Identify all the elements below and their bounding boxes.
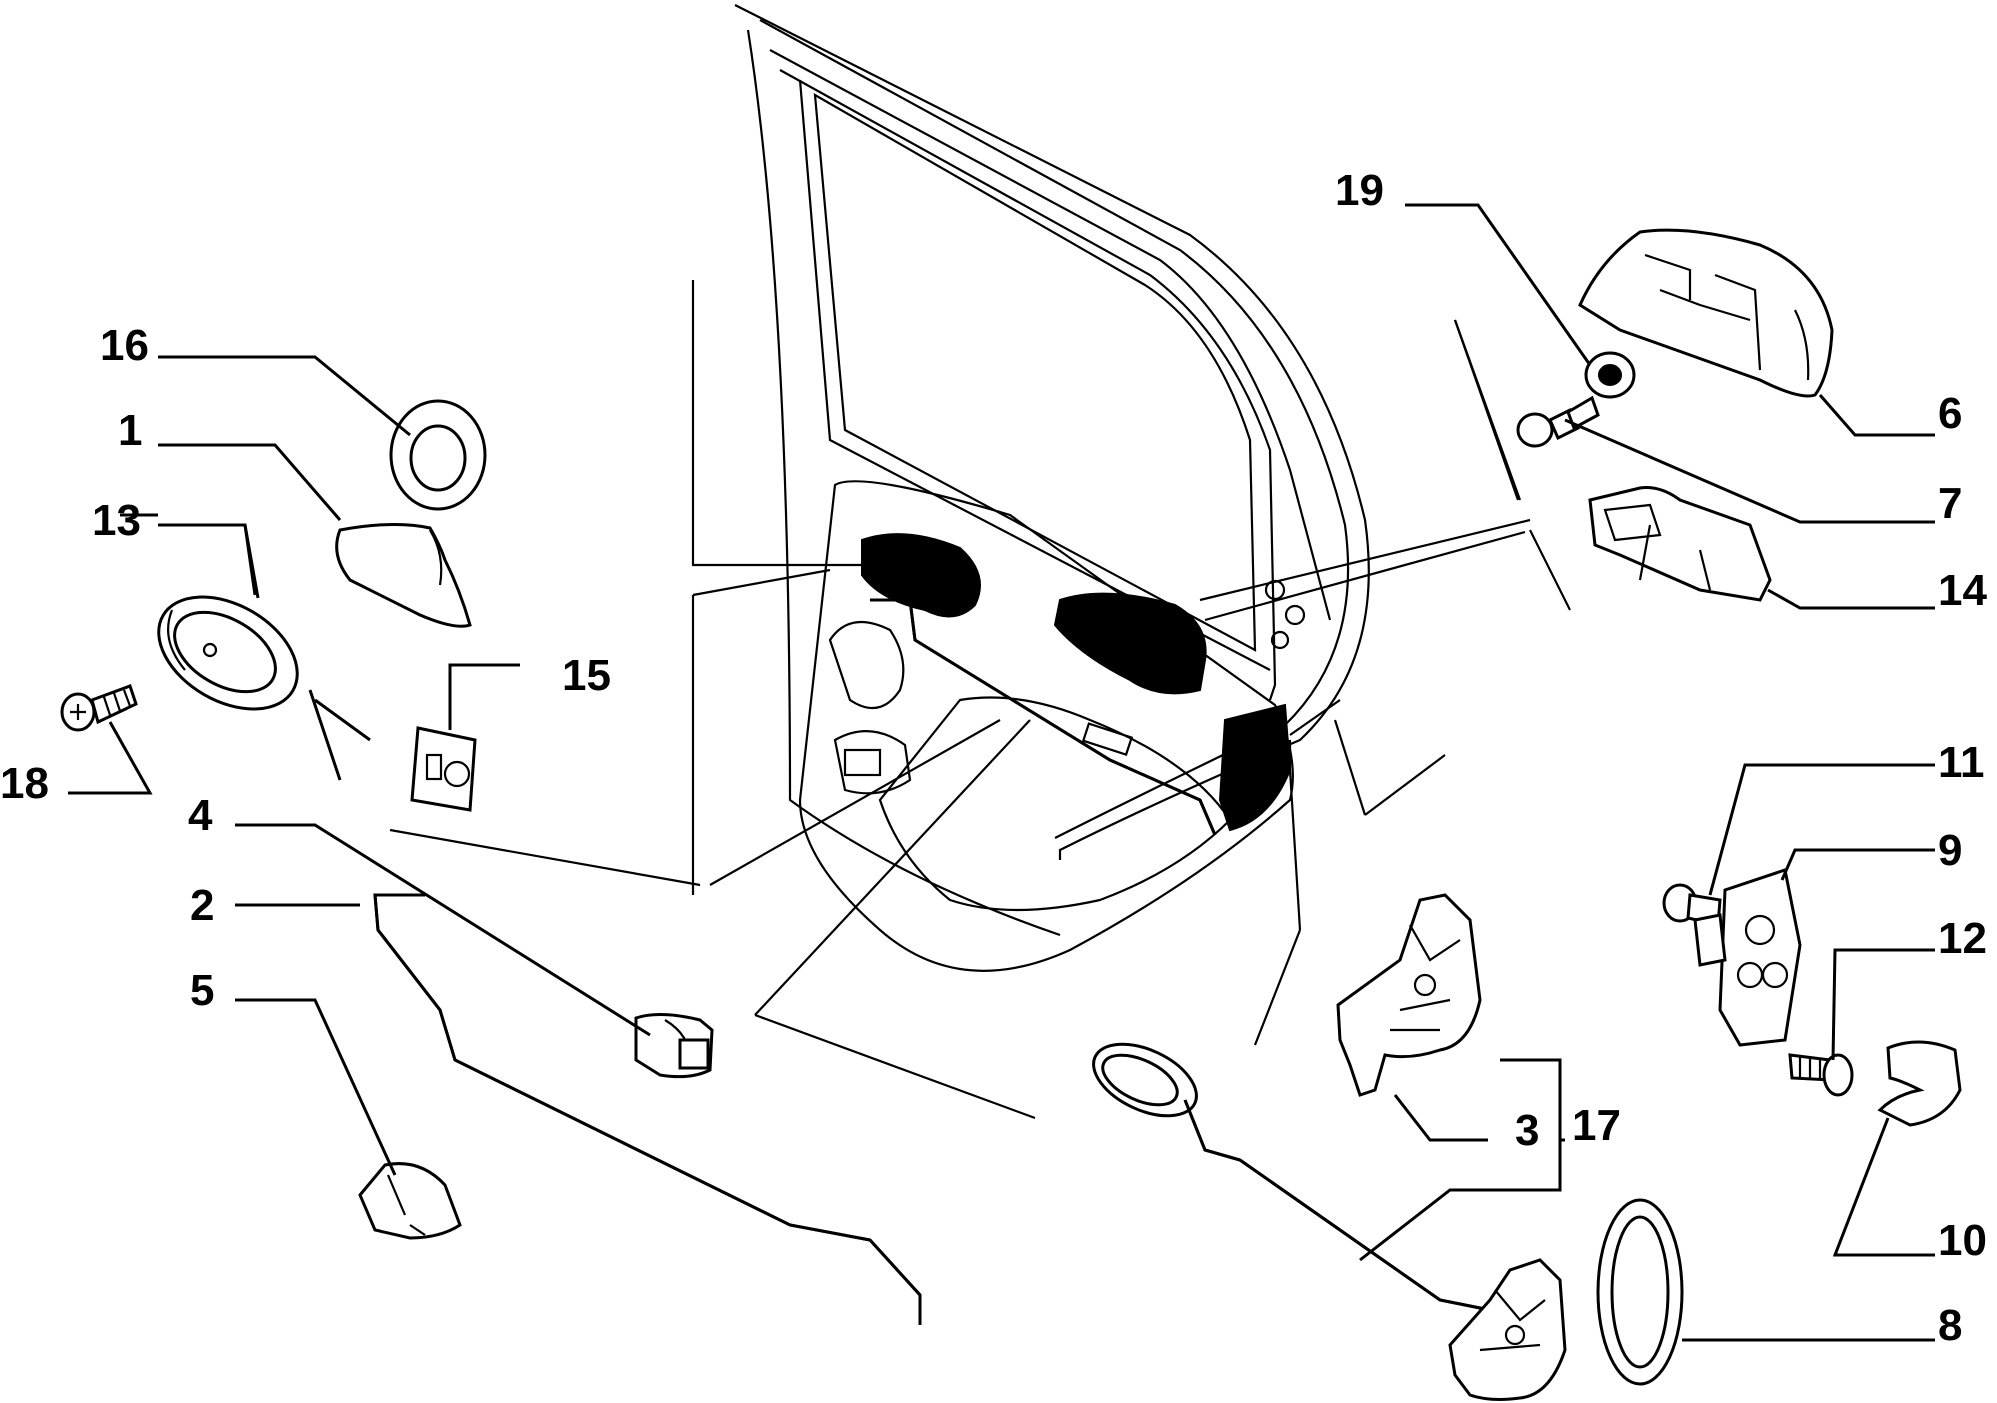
label-12: 12 [1938,914,1987,963]
door-panel [734,4,1370,972]
part-1-handle-cover [335,522,472,628]
leader-lines [68,203,1935,1342]
label-7: 7 [1938,479,1962,528]
label-16: 16 [100,321,149,370]
part-9-striker-plate [1693,868,1802,1047]
part-10-shim [1877,1040,1962,1127]
part-8-grommet [1596,1198,1684,1386]
label-14: 14 [1938,566,1987,615]
label-3: 3 [1515,1106,1539,1155]
label-8: 8 [1938,1301,1962,1350]
label-15: 15 [562,651,611,700]
part-17-latch-assembly [1092,1042,1567,1401]
part-13-handle-bezel [157,595,299,711]
part-12-bolt [1788,1053,1854,1097]
label-2: 2 [190,881,214,930]
part-19-washer [1584,351,1636,399]
label-19: 19 [1335,166,1384,215]
part-2-rod [373,893,922,1325]
part-18-screw [60,684,138,732]
label-13: 13 [92,496,141,545]
part-6-exterior-handle [1578,228,1834,398]
part-labels: 16 1 13 18 15 4 2 5 19 6 7 14 11 9 12 10… [0,166,1987,1350]
label-4: 4 [188,791,213,840]
part-16-washer [389,399,487,511]
door-leader-lines [389,280,1571,1120]
label-5: 5 [190,966,214,1015]
label-17: 17 [1572,1101,1621,1150]
label-11: 11 [1938,738,1985,787]
part-4-clip [634,1012,714,1079]
label-1: 1 [118,406,142,455]
label-9: 9 [1938,826,1962,875]
part-15-switch-plate [410,726,477,812]
label-6: 6 [1938,389,1962,438]
label-18: 18 [0,759,49,808]
part-14-handle-bracket [1588,486,1772,602]
part-5-clip [358,1162,462,1240]
part-3-door-latch [1336,893,1482,1097]
part-7-bolt [1516,395,1600,448]
label-10: 10 [1938,1216,1987,1265]
